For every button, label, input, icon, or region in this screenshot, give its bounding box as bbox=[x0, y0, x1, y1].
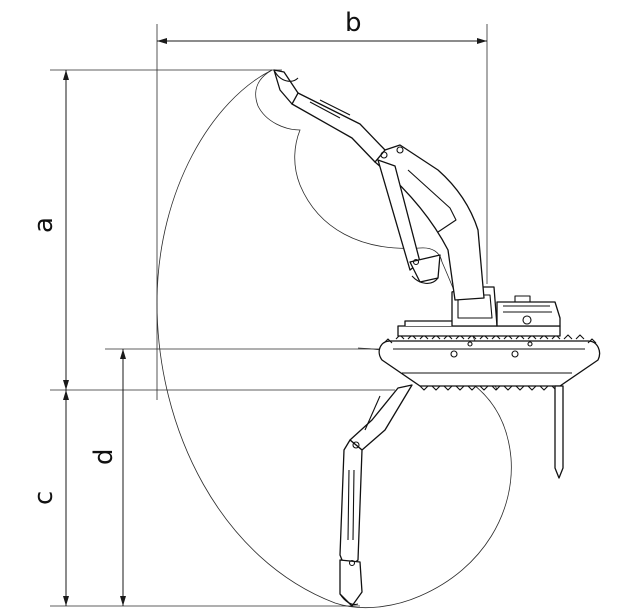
dimension-d: d bbox=[89, 349, 126, 606]
extension-lines bbox=[50, 24, 488, 607]
dimension-c: c bbox=[29, 390, 69, 606]
dimension-a-label: a bbox=[29, 217, 59, 233]
dimension-b-label: b bbox=[345, 8, 362, 38]
pontoon-undercarriage bbox=[378, 334, 601, 391]
dimension-d-label: d bbox=[89, 448, 119, 465]
spud-pole bbox=[554, 385, 564, 479]
dimension-b: b bbox=[157, 8, 487, 44]
excavator-raised-arm bbox=[273, 69, 485, 301]
dimension-a: a bbox=[29, 70, 69, 390]
working-envelope bbox=[156, 69, 512, 608]
excavator-lowered-arm bbox=[339, 384, 413, 607]
dimension-c-label: c bbox=[29, 491, 59, 505]
